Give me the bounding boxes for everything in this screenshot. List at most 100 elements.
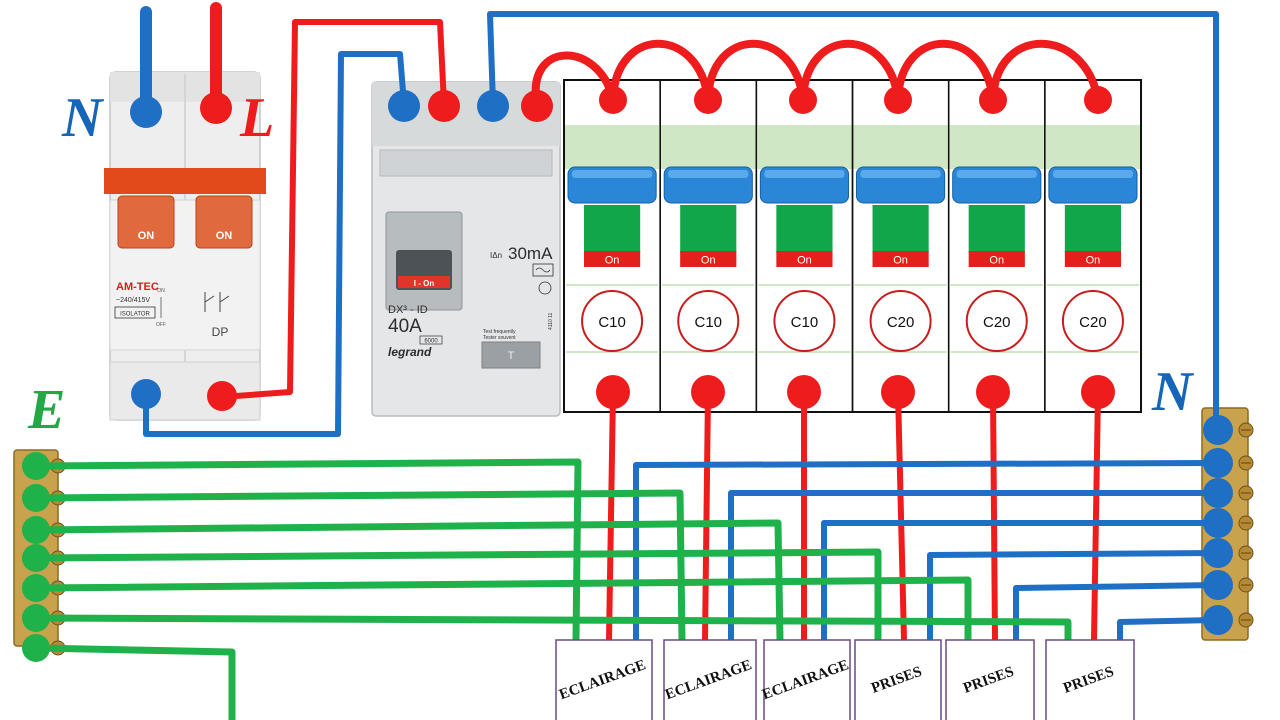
neutral-wire-circuit-5 <box>1013 582 1219 643</box>
circuit-box-4: PRISES <box>854 639 942 720</box>
isolator-neutral-to-rcd <box>143 51 407 437</box>
earth-terminal-4 <box>22 544 50 572</box>
neutral-supply-label: N <box>61 87 105 149</box>
neutral-terminal-3 <box>1203 478 1233 508</box>
neutral-terminal-4 <box>1203 508 1233 538</box>
earth-terminal-2 <box>22 484 50 512</box>
live-supply-label: L <box>239 87 274 149</box>
earth-wire-circuit-6 <box>32 614 1072 644</box>
circuit-box-6: PRISES <box>1045 639 1135 720</box>
earth-wire-circuit-2 <box>32 489 686 644</box>
neutral-bar-label: N <box>1151 361 1195 423</box>
circuit-box-2: ECLAIRAGE <box>663 639 757 720</box>
mcb-5-in-terminal <box>979 86 1007 114</box>
mcb-2-rating: C10 <box>694 314 722 331</box>
circuit-box-3: ECLAIRAGE <box>760 639 851 720</box>
mcb-6-in-terminal <box>1084 86 1112 114</box>
earth-wire-circuit-3 <box>32 519 784 644</box>
neutral-terminal-1 <box>1203 415 1233 445</box>
mcb-1-toggle[interactable] <box>584 205 641 253</box>
rcd-brand: legrand <box>388 345 432 359</box>
mcb-4-rating: C20 <box>887 314 915 331</box>
mcb-3-out-terminal <box>787 375 821 409</box>
live-wire-circuit-6 <box>1091 389 1101 643</box>
mcb-6-toggle[interactable] <box>1064 205 1122 253</box>
mcb-1-in-terminal <box>599 86 627 114</box>
neutral-terminal-7 <box>1203 605 1233 635</box>
mcb-6-rating-circle <box>1061 290 1124 352</box>
mcb-2-state: On <box>701 255 716 267</box>
mcb-1-rating-circle <box>581 290 644 352</box>
isolator-symbol <box>204 292 230 312</box>
earth-wire-main <box>32 644 236 720</box>
mcb-3-toggle[interactable] <box>776 205 833 253</box>
isolator-off-mark: OFF <box>156 322 166 328</box>
isolator-toggle-right[interactable] <box>195 195 253 249</box>
mcb-6-rating: C20 <box>1079 314 1107 331</box>
live-wire-circuit-4 <box>895 389 907 643</box>
rcd-neutral-in-terminal <box>388 90 420 122</box>
circuit-box-1: ECLAIRAGE <box>555 639 653 720</box>
earth-wire-circuit-1 <box>32 458 582 644</box>
mcb-4-rating-circle <box>869 290 932 352</box>
isolator-orange-band <box>104 168 266 194</box>
isolator-rating: ~240/415V <box>116 297 150 304</box>
isolator-toggle-left[interactable] <box>117 195 175 249</box>
rcd-prefix: IΔn <box>490 251 502 260</box>
isolator-neutral-in-terminal <box>130 96 162 128</box>
mcb-1-state: On <box>605 255 620 267</box>
mcb-6-state: On <box>1086 255 1101 267</box>
mcb-1-out-terminal <box>596 375 630 409</box>
mcb-4-in-terminal <box>884 86 912 114</box>
neutral-terminal-5 <box>1203 538 1233 568</box>
isolator-on-mark: ON <box>157 288 165 294</box>
mcb-4-out-terminal <box>881 375 915 409</box>
rcd-sensitivity: 30mA <box>508 244 553 263</box>
mcb-4-state: On <box>893 255 908 267</box>
circuit-box-5: PRISES <box>945 639 1035 720</box>
rcd-device: I - On IΔn 30mA DX³ - ID 40A 6000 legran… <box>371 81 561 417</box>
mcb-4-toggle[interactable] <box>872 205 929 253</box>
rcd-ref: 4110 11 <box>548 312 554 330</box>
live-wire-circuit-2 <box>702 389 711 643</box>
rcd-test-button[interactable] <box>481 341 541 369</box>
rcd-rating-box: 6000 <box>424 339 438 345</box>
earth-terminal-5 <box>22 574 50 602</box>
earth-terminal-3 <box>22 516 50 544</box>
isolator-live-out-terminal <box>207 381 237 411</box>
rcd-live-in-terminal <box>428 90 460 122</box>
live-wire-circuit-1 <box>606 389 616 643</box>
neutral-wire-circuit-6 <box>1117 617 1219 643</box>
earth-terminal-1 <box>22 452 50 480</box>
isolator-switch: ON ON AM-TEC ~240/415V ISOLATOR ON OFF D… <box>104 71 266 421</box>
mcb-2-out-terminal <box>691 375 725 409</box>
isolator-right-state: ON <box>216 230 233 242</box>
neutral-terminal-6 <box>1203 570 1233 600</box>
neutral-wire-circuit-3 <box>821 520 1219 643</box>
live-wire-circuit-5 <box>990 389 998 643</box>
rcd-test-line2: Tester souvent <box>483 335 516 341</box>
isolator-live-to-rcd <box>219 19 447 400</box>
earth-wire-circuit-5 <box>32 576 972 644</box>
neutral-wire-circuit-4 <box>927 550 1219 643</box>
mcb-5-state: On <box>989 255 1004 267</box>
earth-terminal-6 <box>22 604 50 632</box>
rcd-current: 40A <box>388 316 422 337</box>
mcb-3-rating: C10 <box>791 314 819 331</box>
mcb-5-toggle[interactable] <box>968 205 1025 253</box>
mcb-2-rating-circle <box>677 290 740 352</box>
isolator-left-state: ON <box>138 230 155 242</box>
mcb-1-rating: C10 <box>598 314 626 331</box>
mcb-2-toggle[interactable] <box>680 205 737 253</box>
isolator-brand: AM-TEC <box>116 281 159 293</box>
mcb-3-in-terminal <box>789 86 817 114</box>
mcb-2-in-terminal <box>694 86 722 114</box>
earth-terminal-7 <box>22 634 50 662</box>
rcd-neutral-out-terminal <box>477 90 509 122</box>
earth-label: E <box>27 379 65 441</box>
